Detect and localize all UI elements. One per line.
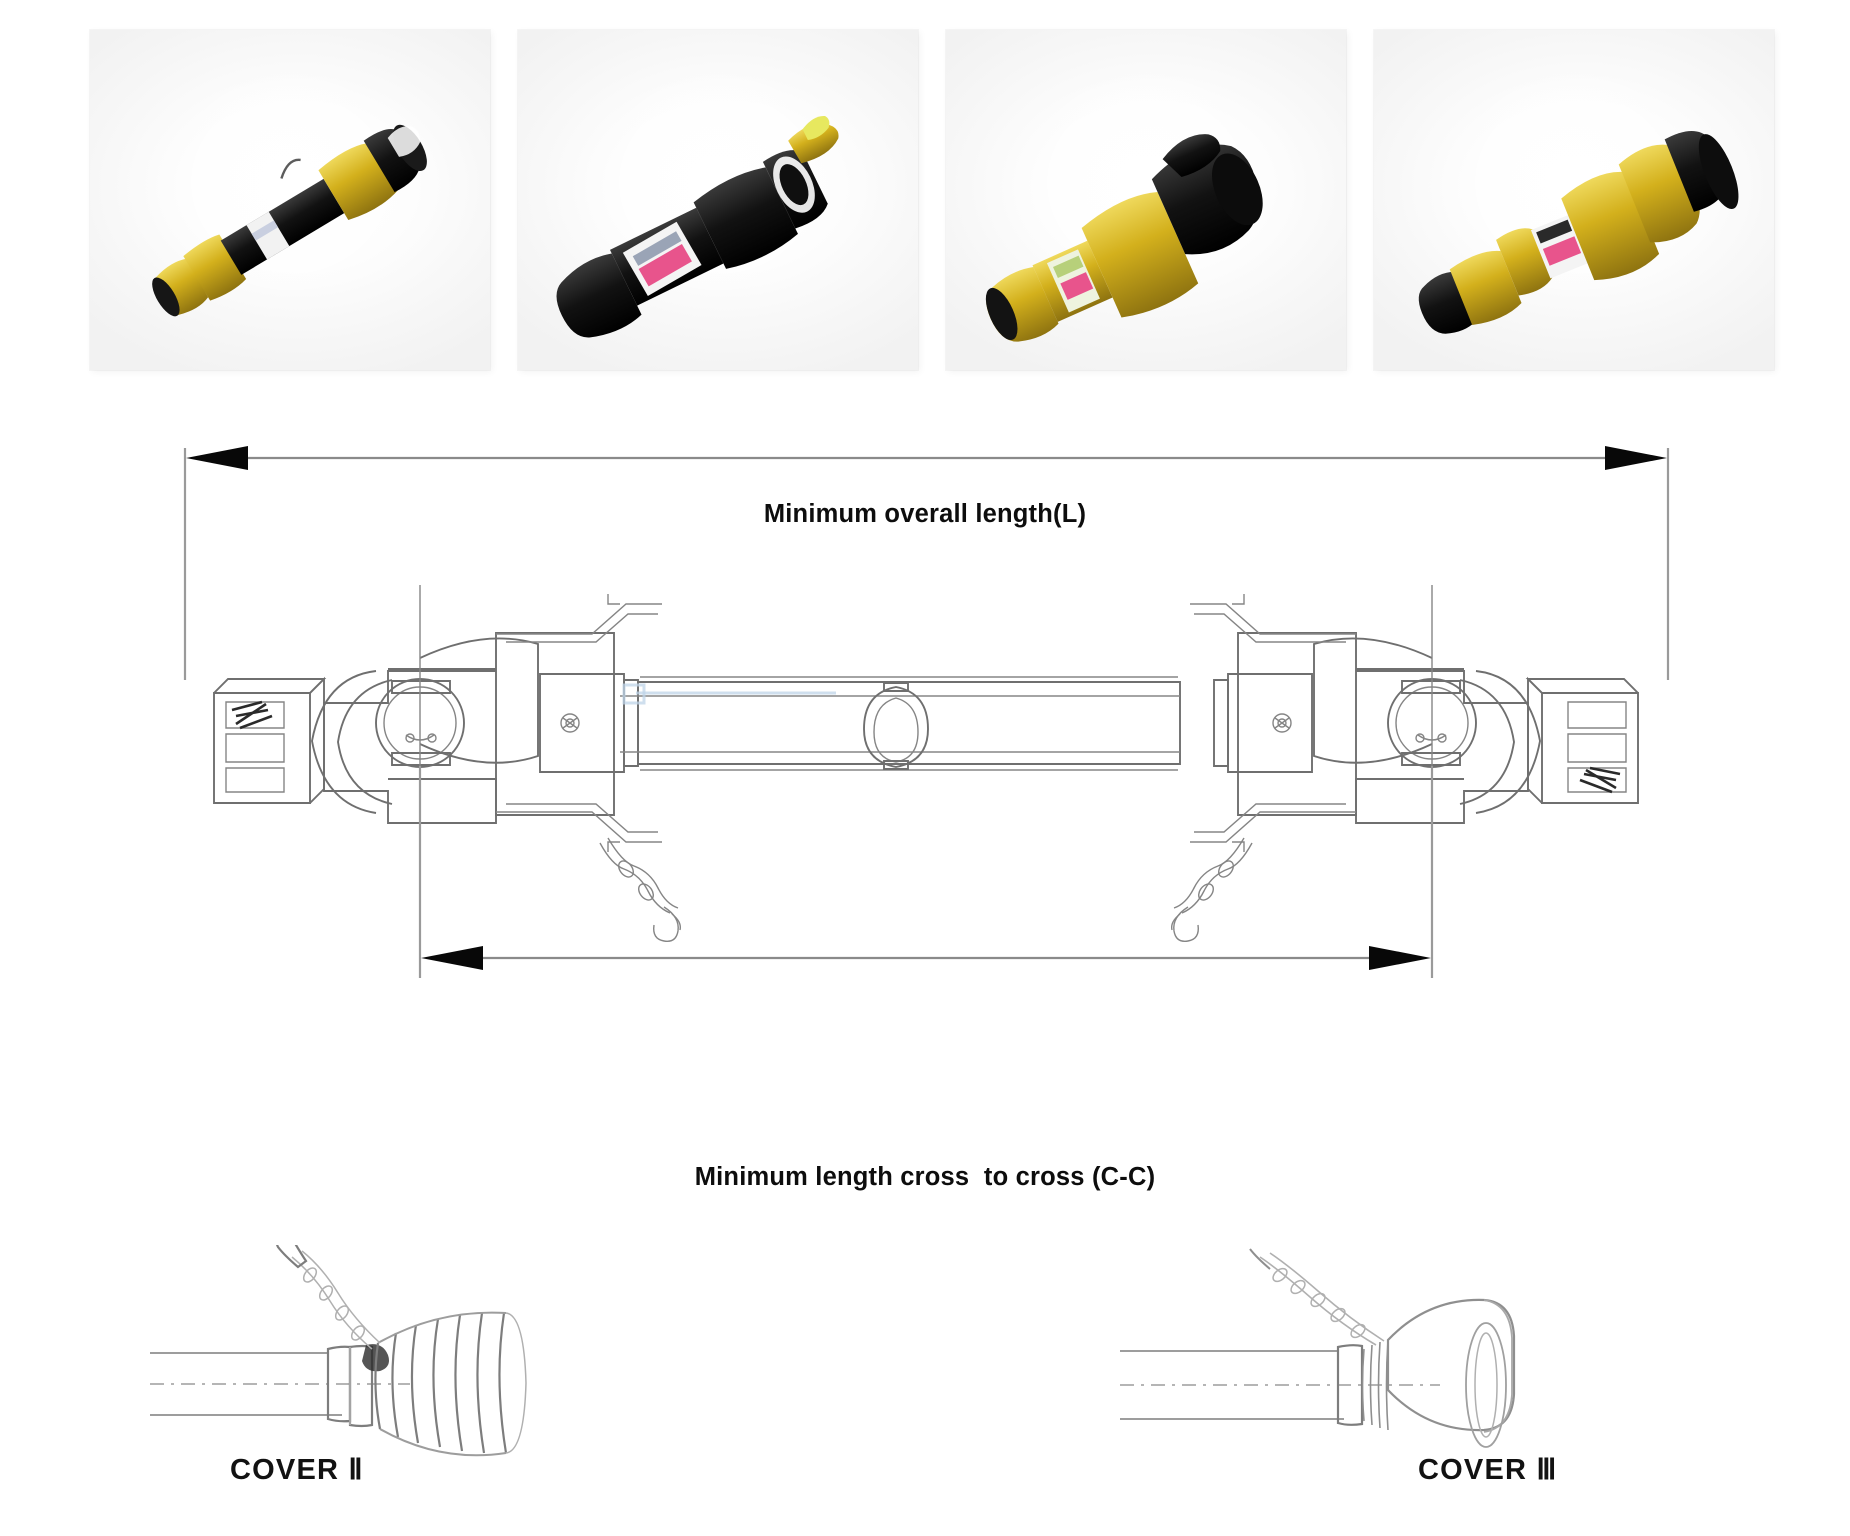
product-photo-strip [90, 30, 1800, 370]
telescoping-tube-section [620, 676, 1181, 771]
cover-2-caption: COVER Ⅱ [230, 1454, 364, 1486]
pto-shaft-black-guard-view-image [556, 116, 839, 338]
dimension-overall-length [183, 446, 1670, 680]
pto-shaft-yellow-cone-view-image [985, 134, 1263, 342]
product-photo-4[interactable] [1374, 30, 1774, 370]
retaining-chain-cover-2 [276, 1245, 381, 1350]
retaining-chain-left [599, 837, 682, 942]
retaining-chain-cover-3 [1249, 1248, 1385, 1346]
dimension-cross-to-cross [418, 766, 1434, 978]
yoke-assembly-right [1170, 585, 1639, 942]
product-photo-1[interactable] [90, 30, 490, 370]
pto-shaft-cone-pair-view-image [1418, 130, 1739, 334]
cover-3-illustration [1120, 1245, 1590, 1485]
product-photo-3[interactable] [946, 30, 1346, 370]
retaining-chain-right [1170, 837, 1253, 942]
yoke-assembly-left [213, 585, 682, 942]
dimension-label-cross-to-cross: Minimum length cross to cross (C-C) [694, 1163, 1156, 1191]
pto-shaft-technical-drawing: .ln{fill:none;stroke:#6f6f6f;stroke-widt… [0, 380, 1850, 1060]
dimension-label-overall-length: Minimum overall length(L) [763, 500, 1087, 528]
product-photo-2[interactable] [518, 30, 918, 370]
cover-2-illustration: .c-ln{fill:none;stroke:#9d9d9d;stroke-wi… [150, 1245, 570, 1485]
cover-3-caption: COVER Ⅲ [1418, 1454, 1558, 1486]
pto-shaft-full-view-image [152, 124, 427, 317]
